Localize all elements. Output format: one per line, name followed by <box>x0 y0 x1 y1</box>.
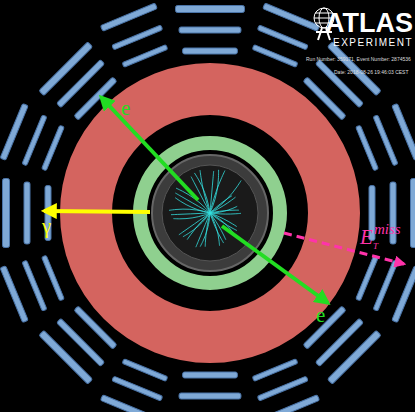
muon-chamber <box>100 3 157 31</box>
muon-chamber <box>183 372 238 378</box>
track <box>171 213 210 215</box>
muon-chamber <box>327 330 381 384</box>
photon-label: γ <box>42 216 51 237</box>
met-label: E <box>360 227 373 248</box>
muon-chamber <box>0 103 28 160</box>
muon-chamber <box>176 6 245 13</box>
muon-chamber <box>42 125 65 171</box>
muon-chamber <box>42 255 65 301</box>
track <box>210 171 225 213</box>
muon-chamber <box>327 42 381 96</box>
muon-chamber <box>179 27 241 33</box>
muon-chamber <box>257 25 308 50</box>
electron-label: e <box>121 98 130 119</box>
muon-chamber <box>373 115 398 166</box>
muon-chamber <box>392 103 415 160</box>
muon-chamber <box>257 376 308 401</box>
electron-arrow <box>101 97 198 200</box>
muon-chamber <box>3 179 10 248</box>
photon-arrow <box>44 211 150 212</box>
muon-chamber <box>252 359 298 382</box>
muon-chamber <box>100 395 157 412</box>
em-calorimeter-ring <box>140 143 280 283</box>
muon-chamber <box>263 395 320 412</box>
met-superscript: miss <box>374 222 401 237</box>
muon-chambers <box>0 3 415 412</box>
track <box>196 213 210 247</box>
track <box>175 198 210 213</box>
muon-chamber <box>373 260 398 311</box>
muon-chamber <box>179 393 241 399</box>
track <box>169 209 210 213</box>
track <box>210 196 232 213</box>
muon-chamber <box>183 48 238 54</box>
track <box>200 170 210 213</box>
run-info: Run Number: 359171, Event Number: 287453… <box>306 57 411 62</box>
logo-title: ATLAS <box>325 10 413 37</box>
muon-chamber <box>112 25 163 50</box>
muon-chamber <box>263 3 320 31</box>
met-arrow <box>284 233 404 264</box>
muon-chamber <box>356 125 379 171</box>
muon-chamber <box>122 45 168 68</box>
muon-chamber <box>112 376 163 401</box>
muon-chamber <box>39 42 93 96</box>
track <box>200 213 210 247</box>
met-subscript: T <box>373 242 378 251</box>
muon-chamber <box>356 255 379 301</box>
muon-chamber <box>392 266 415 323</box>
muon-chamber <box>39 330 93 384</box>
track <box>210 213 241 214</box>
muon-chamber <box>411 179 415 248</box>
logo-subtitle: EXPERIMENT <box>333 38 413 48</box>
muon-chamber <box>24 182 30 244</box>
muon-chamber <box>122 359 168 382</box>
muon-chamber <box>22 260 47 311</box>
muon-chamber <box>252 45 298 68</box>
track <box>210 197 235 213</box>
electron-arrow <box>222 226 328 303</box>
electron-label: e <box>316 305 325 326</box>
muon-chamber <box>0 266 28 323</box>
muon-chamber <box>22 115 47 166</box>
date-info: Date: 2018-08-26 19:46:03 CEST <box>334 70 409 75</box>
